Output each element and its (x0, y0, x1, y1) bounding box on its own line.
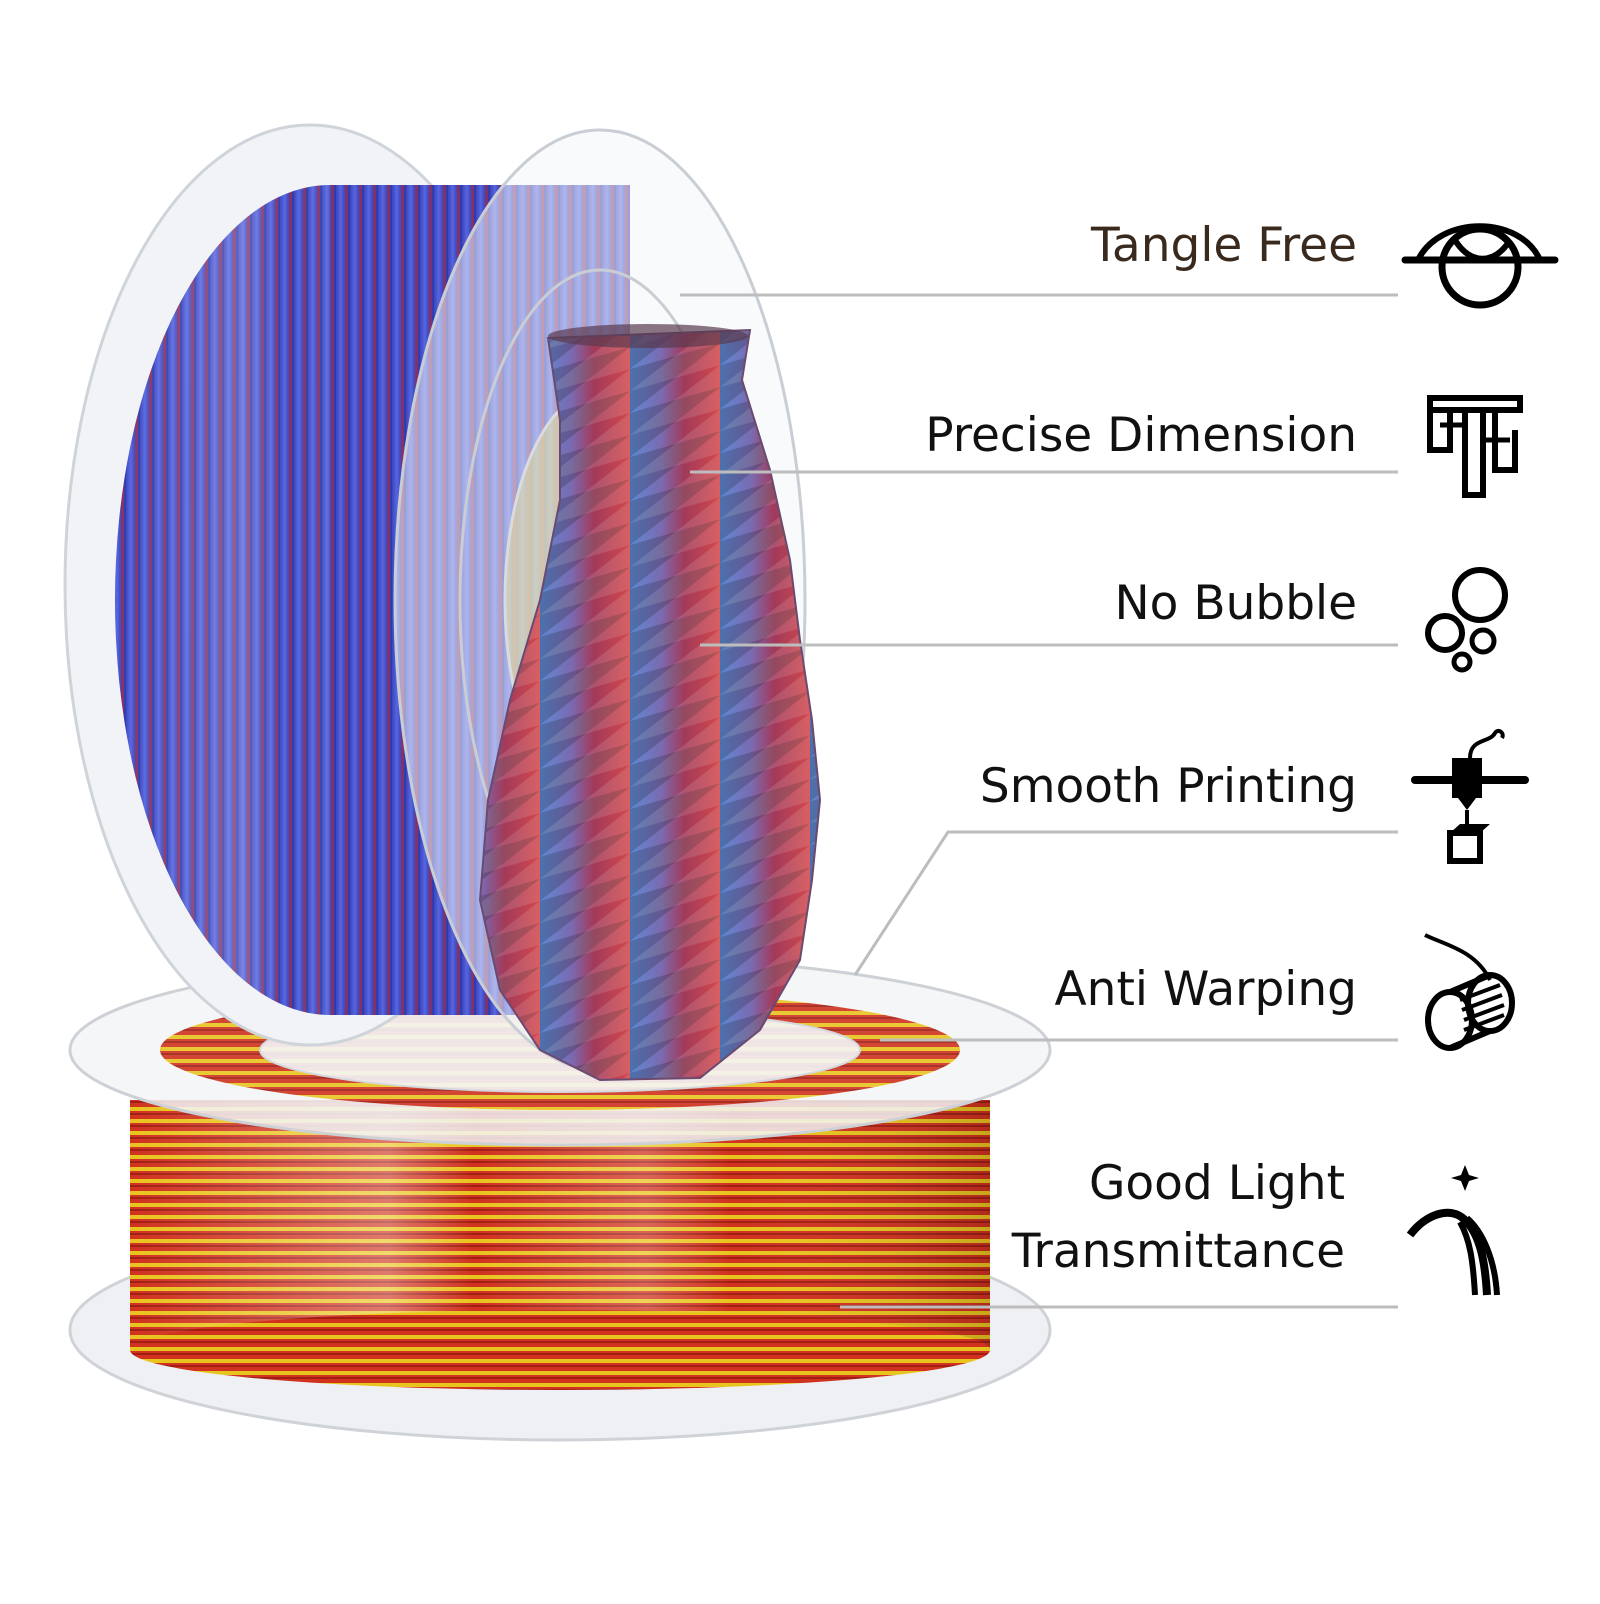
bubbles-icon (1425, 567, 1508, 673)
light-spark-icon (1406, 1165, 1500, 1296)
feature-label-smooth-printing: Smooth Printing (979, 759, 1357, 814)
feature-label-light-transmittance: Good Light Transmittance (1011, 1156, 1345, 1279)
caliper-icon (1427, 395, 1523, 498)
leader-lines (680, 293, 1398, 1309)
printer-nozzle-icon (1411, 728, 1529, 864)
feature-label-anti-warping: Anti Warping (1054, 962, 1357, 1017)
tangle-free-icon (1401, 223, 1559, 309)
filament-coil-icon (1424, 933, 1515, 1051)
leader-smooth-printing (853, 830, 1398, 976)
feature-label-tangle-free: Tangle Free (1090, 218, 1357, 273)
feature-label-no-bubble: No Bubble (1114, 576, 1357, 631)
printed-vase (478, 324, 822, 1082)
feature-label-precise-dimension: Precise Dimension (925, 408, 1357, 463)
